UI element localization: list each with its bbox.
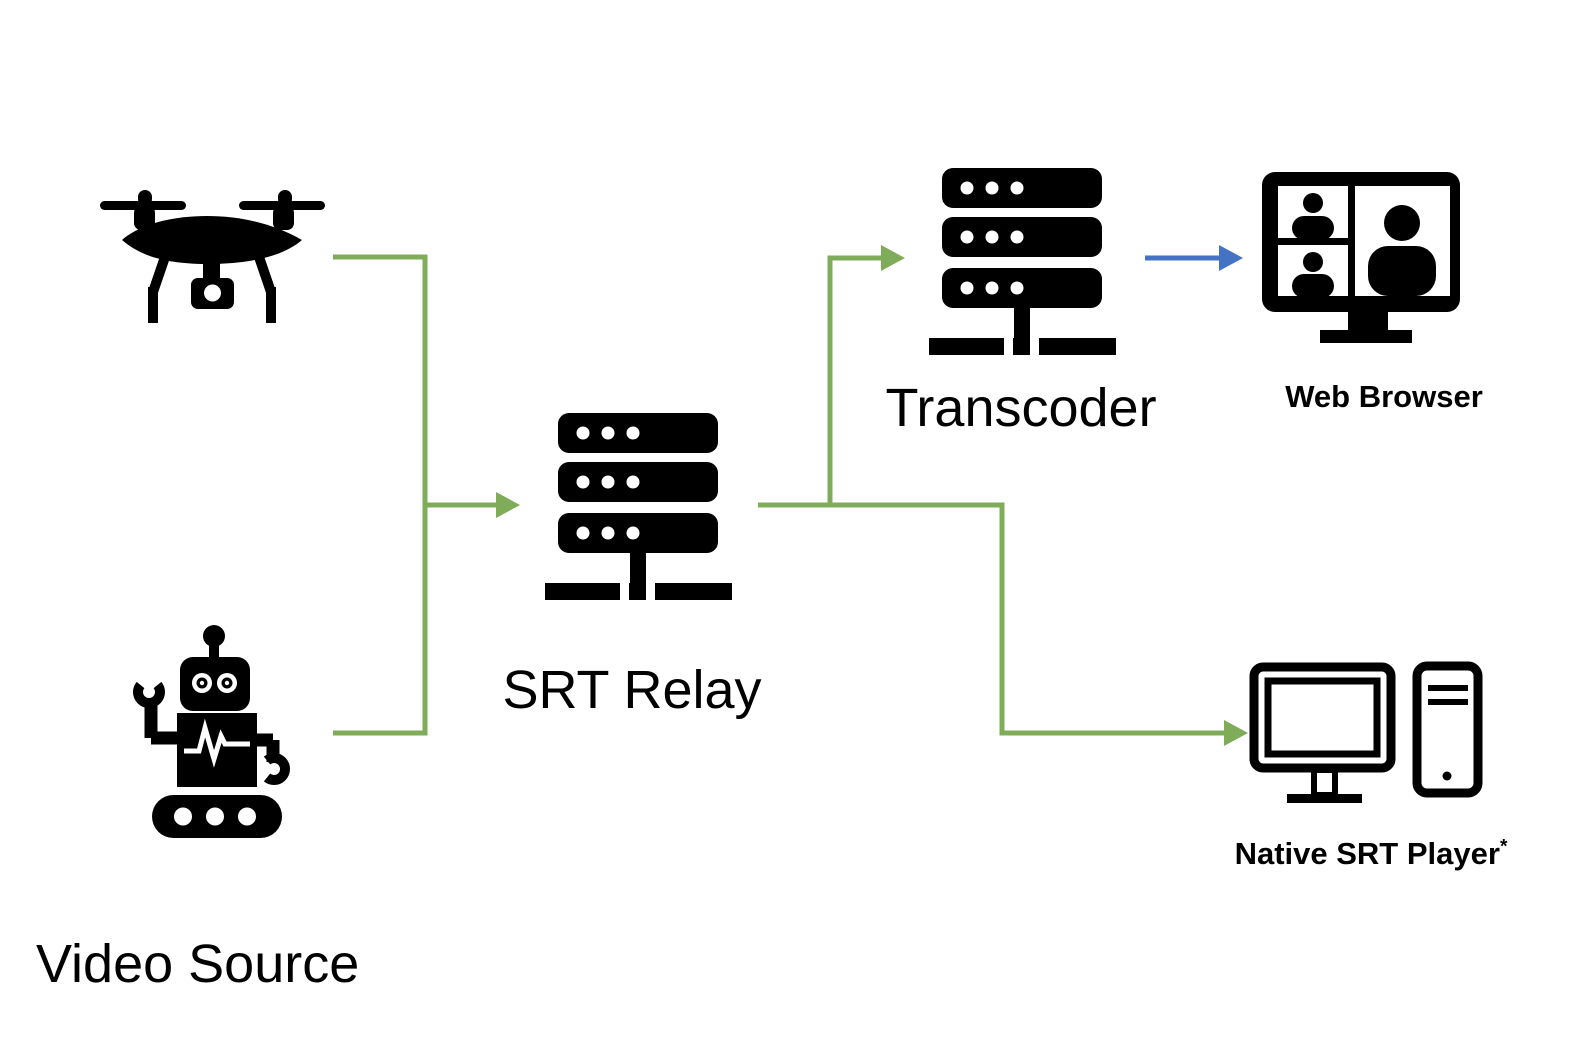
edge-video-sources-merge	[333, 254, 428, 736]
native-srt-player-label: Native SRT Player*	[1234, 836, 1508, 871]
arrowhead-into-web-browser	[1219, 245, 1243, 271]
desktop-computer-icon	[1249, 661, 1483, 803]
drone-icon	[100, 190, 325, 323]
video-source-label: Video Source	[36, 934, 360, 994]
web-browser-label: Web Browser	[1285, 379, 1483, 414]
robot-icon	[133, 625, 290, 838]
srt-relay-server-icon	[545, 413, 732, 600]
video-call-monitor-icon	[1262, 172, 1460, 343]
transcoder-server-icon	[929, 168, 1116, 355]
transcoder-label: Transcoder	[885, 378, 1157, 438]
srt-relay-label: SRT Relay	[502, 660, 762, 720]
edge-srt-relay-to-transcoder	[827, 255, 883, 505]
footnote-asterisk: *	[1499, 836, 1508, 858]
edge-srt-relay-to-native-player	[758, 502, 1226, 736]
arrowhead-into-srt-relay	[496, 492, 520, 518]
native-srt-player-label-text: Native SRT Player	[1234, 836, 1500, 871]
arrowhead-into-transcoder	[881, 245, 905, 271]
